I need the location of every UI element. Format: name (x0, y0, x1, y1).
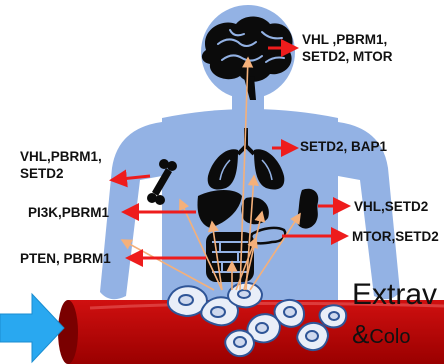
label-brain-line2: SETD2, MTOR (302, 48, 393, 65)
caption-rest: Colo (369, 326, 410, 348)
caption-line1: Extrav (352, 278, 437, 312)
cell (225, 330, 254, 356)
caption-line2: &Colo (352, 318, 410, 355)
label-brain-genes: VHL ,PBRM1, SETD2, MTOR (302, 31, 393, 65)
caption-ampersand: & (352, 319, 369, 349)
flow-arrow-icon (0, 294, 64, 362)
label-kidney-genes: VHL,SETD2 (354, 198, 428, 215)
cell (320, 305, 347, 327)
label-bone-line2: SETD2 (20, 165, 102, 182)
label-pancreas-genes: MTOR,SETD2 (352, 228, 439, 245)
cell (275, 300, 304, 327)
label-bone-line1: VHL,PBRM1, (20, 148, 102, 165)
label-liver-genes: PI3K,PBRM1 (28, 204, 109, 221)
neck (232, 94, 264, 110)
label-lung-genes: SETD2, BAP1 (300, 138, 387, 155)
label-bone-genes: VHL,PBRM1, SETD2 (20, 148, 102, 182)
label-brain-line1: VHL ,PBRM1, (302, 31, 393, 48)
cell (297, 323, 328, 350)
label-intestine-genes: PTEN, PBRM1 (20, 250, 111, 267)
